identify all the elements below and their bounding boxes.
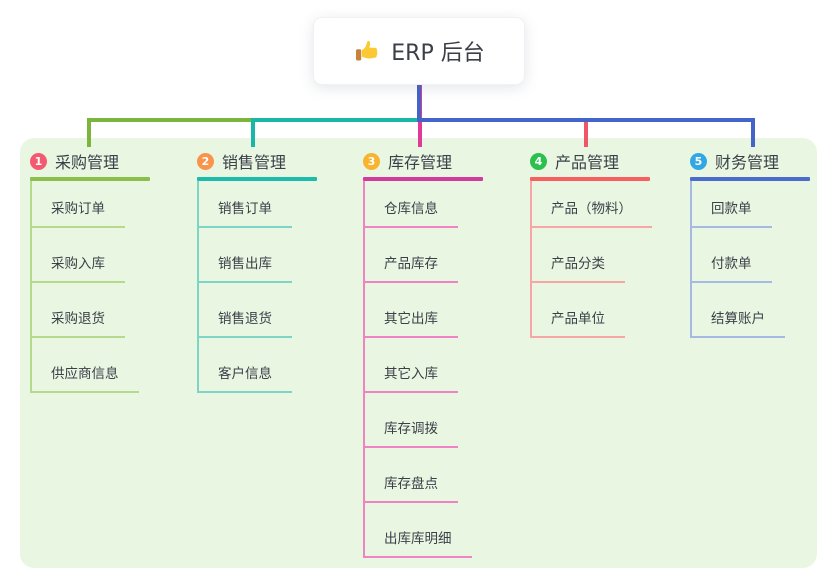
mindmap-child-node[interactable]: 产品（物料） <box>532 181 652 228</box>
branch-underline <box>30 177 150 181</box>
mindmap-child-node[interactable]: 付款单 <box>692 228 772 283</box>
connector-branch-sales <box>251 82 421 147</box>
branch-title-label: 库存管理 <box>388 153 453 172</box>
branch-title-label: 销售管理 <box>222 153 287 172</box>
mindmap-child-node[interactable]: 库存盘点 <box>365 448 458 503</box>
root-node-label: ERP 后台 <box>391 41 485 66</box>
branch-children-list: 销售订单销售出库销售退货客户信息 <box>197 181 337 393</box>
badge-2-icon: 2 <box>197 152 214 170</box>
mindmap-child-node[interactable]: 销售退货 <box>199 283 292 338</box>
branch-column-inventory: 3 库存管理 仓库信息产品库存其它出库其它入库库存调拨库存盘点出库库明细 <box>363 148 503 558</box>
mindmap-child-node[interactable]: 产品分类 <box>532 228 625 283</box>
badge-1-icon: 1 <box>30 152 47 170</box>
branch-children-list: 采购订单采购入库采购退货供应商信息 <box>30 181 170 393</box>
mindmap-child-node[interactable]: 产品单位 <box>532 283 625 338</box>
mindmap-child-node[interactable]: 产品库存 <box>365 228 458 283</box>
branch-column-finance: 5 财务管理 回款单付款单结算账户 <box>690 148 830 338</box>
mindmap-child-node[interactable]: 其它入库 <box>365 338 458 393</box>
mindmap-child-node[interactable]: 采购订单 <box>32 181 125 228</box>
mindmap-child-node[interactable]: 销售订单 <box>199 181 292 228</box>
branch-title-label: 采购管理 <box>55 153 120 172</box>
mindmap-child-node[interactable]: 出库库明细 <box>365 503 472 558</box>
mindmap-child-node[interactable]: 结算账户 <box>692 283 785 338</box>
badge-4-icon: 4 <box>530 152 547 170</box>
branch-underline <box>690 177 810 181</box>
branch-underline <box>197 177 317 181</box>
mindmap-child-node[interactable]: 其它出库 <box>365 283 458 338</box>
branch-node-product[interactable]: 4 产品管理 <box>530 148 670 174</box>
mindmap-child-node[interactable]: 采购入库 <box>32 228 125 283</box>
branch-column-purchase: 1 采购管理 采购订单采购入库采购退货供应商信息 <box>30 148 170 393</box>
thumbs-up-icon <box>356 40 378 60</box>
mindmap-child-node[interactable]: 仓库信息 <box>365 181 458 228</box>
branch-children-list: 仓库信息产品库存其它出库其它入库库存调拨库存盘点出库库明细 <box>363 181 503 558</box>
branch-title-label: 产品管理 <box>555 153 620 172</box>
connector-branch-finance <box>417 82 755 147</box>
branch-children-list: 产品（物料）产品分类产品单位 <box>530 181 670 338</box>
mindmap-child-node[interactable]: 客户信息 <box>199 338 292 393</box>
branch-underline <box>363 177 483 181</box>
mindmap-background-panel <box>20 138 817 568</box>
branch-underline <box>530 177 650 181</box>
branch-title-label: 财务管理 <box>715 153 780 172</box>
branch-node-purchase[interactable]: 1 采购管理 <box>30 148 170 174</box>
mindmap-child-node[interactable]: 采购退货 <box>32 283 125 338</box>
connector-branch-product <box>417 82 588 147</box>
badge-3-icon: 3 <box>363 152 380 170</box>
branch-node-sales[interactable]: 2 销售管理 <box>197 148 337 174</box>
mindmap-child-node[interactable]: 回款单 <box>692 181 772 228</box>
badge-5-icon: 5 <box>690 152 707 170</box>
branch-node-inventory[interactable]: 3 库存管理 <box>363 148 503 174</box>
branch-children-list: 回款单付款单结算账户 <box>690 181 830 338</box>
mindmap-connectors <box>87 82 755 147</box>
root-node[interactable]: ERP 后台 <box>313 17 525 85</box>
branch-column-product: 4 产品管理 产品（物料）产品分类产品单位 <box>530 148 670 338</box>
branch-column-sales: 2 销售管理 销售订单销售出库销售退货客户信息 <box>197 148 337 393</box>
mindmap-child-node[interactable]: 库存调拨 <box>365 393 458 448</box>
mindmap-child-node[interactable]: 销售出库 <box>199 228 292 283</box>
mindmap-child-node[interactable]: 供应商信息 <box>32 338 139 393</box>
branch-node-finance[interactable]: 5 财务管理 <box>690 148 830 174</box>
